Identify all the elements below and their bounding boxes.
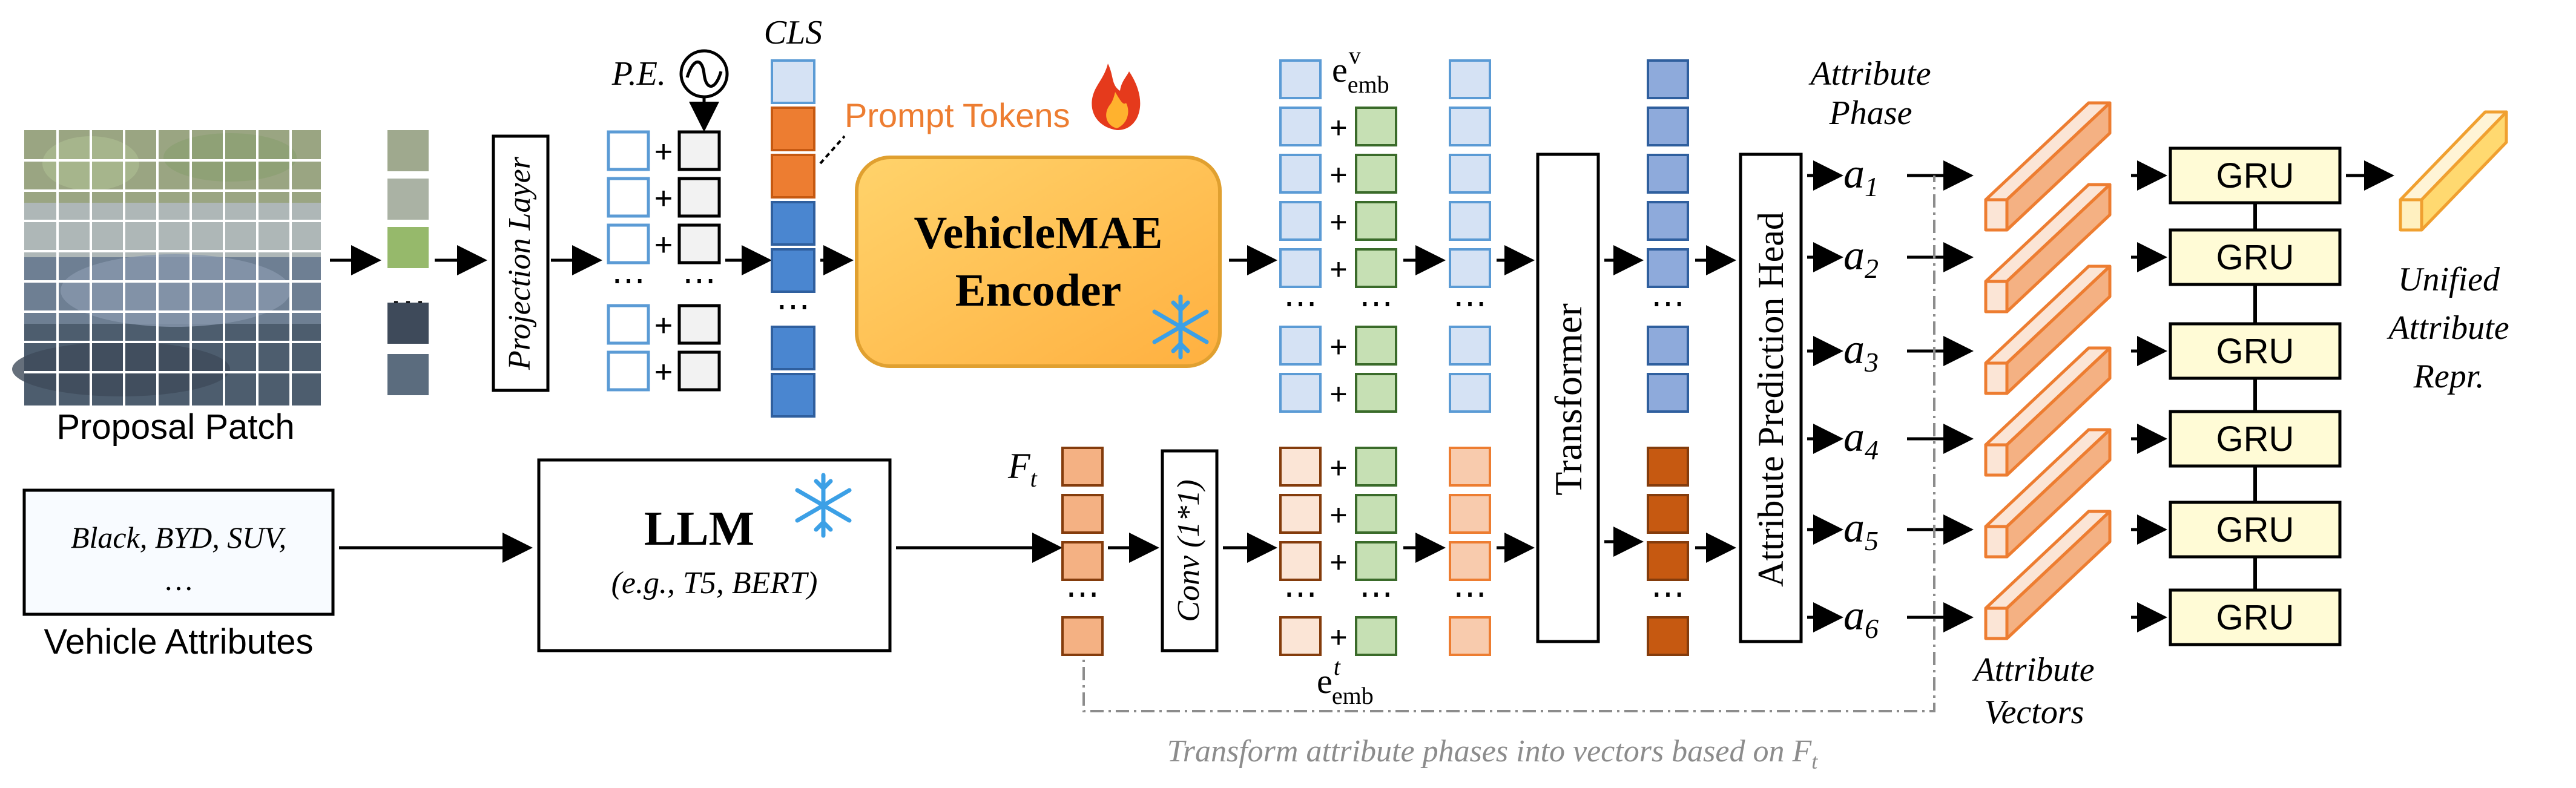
- vehiclemae-encoder-box: [855, 156, 1222, 368]
- proposal-patch-image: [12, 130, 321, 405]
- text-feature-column: ⋯: [1061, 447, 1104, 656]
- transformer-label: Transformer: [1547, 303, 1590, 496]
- unified-label-3: Repr.: [2413, 358, 2485, 395]
- attribute-prediction-head-label: Attribute Prediction Head: [1751, 212, 1791, 587]
- gru-box: [2169, 146, 2342, 205]
- conv-label: Conv (1*1): [1171, 479, 1206, 622]
- svg-text:+: +: [1329, 451, 1347, 485]
- transformer-box: [1536, 153, 1600, 643]
- vehicle-attributes-text: Black, BYD, SUV,: [71, 520, 286, 554]
- attribute-vectors-label-2: Vectors: [1985, 694, 2084, 731]
- svg-text:+: +: [654, 134, 673, 169]
- attribute-phase-label-1: Attribute: [1808, 55, 1931, 93]
- prompt-tokens-label: Prompt Tokens: [845, 96, 1070, 134]
- gru-label: GRU: [2216, 598, 2294, 637]
- a6-label: a6: [1843, 593, 1879, 644]
- svg-text:+: +: [654, 355, 673, 390]
- svg-text:+: +: [654, 181, 673, 216]
- vehicle-attributes-box: [22, 488, 335, 616]
- svg-text:⋯: ⋯: [682, 262, 716, 300]
- a4-label: a4: [1843, 414, 1879, 465]
- svg-text:+: +: [1329, 620, 1347, 654]
- svg-text:+: +: [1329, 252, 1347, 286]
- attribute-phase-list: a1 a2 a3 a4 a5 a6: [1807, 151, 1974, 644]
- transformer-visual-output-column: ⋯: [1647, 59, 1689, 413]
- attribute-vectors-label-1: Attribute: [1971, 651, 2094, 689]
- svg-text:+: +: [654, 228, 673, 263]
- gru-box: [2169, 501, 2342, 559]
- visual-sum-column: ⋯: [1449, 59, 1491, 413]
- svg-text:+: +: [1329, 330, 1347, 364]
- gru-stack: GRU GRU GRU GRU GRU GRU: [2169, 146, 2342, 646]
- unified-representation-vector: [2399, 110, 2508, 232]
- gru-label: GRU: [2216, 510, 2294, 550]
- gru-label: GRU: [2216, 156, 2294, 195]
- fire-icon: [1092, 64, 1141, 130]
- transformer-text-output-column: ⋯: [1647, 447, 1689, 656]
- svg-text:⋯: ⋯: [1651, 285, 1685, 323]
- gru-label: GRU: [2216, 419, 2294, 459]
- svg-text:⋯: ⋯: [1283, 576, 1317, 613]
- llm-title: LLM: [644, 502, 754, 556]
- cls-label: CLS: [764, 14, 823, 51]
- svg-text:+: +: [1329, 498, 1347, 532]
- gru-label: GRU: [2216, 238, 2294, 277]
- text-sum-column: ⋯: [1449, 447, 1491, 656]
- patch-tiles: ⋯: [387, 130, 429, 395]
- visual-emb-column: ⋯ ⋯ + + + + + +: [1279, 59, 1397, 413]
- svg-text:…: …: [163, 563, 194, 597]
- projection-layer-label: Projection Layer: [502, 156, 537, 370]
- snowflake-icon: [1152, 294, 1209, 360]
- projection-layer-box: [492, 134, 550, 392]
- vehicle-attributes-label: Vehicle Attributes: [44, 622, 314, 662]
- svg-text:+: +: [1329, 205, 1347, 239]
- svg-text:+: +: [1329, 111, 1347, 145]
- svg-text:+: +: [1329, 158, 1347, 192]
- text-emb-column: ⋯ ⋯ + + + +: [1279, 447, 1397, 656]
- gru-box: [2169, 322, 2342, 380]
- gru-box: [2169, 588, 2342, 646]
- svg-text:+: +: [1329, 545, 1347, 579]
- conv-box: [1161, 449, 1219, 652]
- unified-label-1: Unified: [2398, 261, 2500, 298]
- svg-text:⋯: ⋯: [1453, 576, 1487, 613]
- svg-text:⋯: ⋯: [1359, 285, 1393, 323]
- attribute-prediction-head-box: [1739, 153, 1803, 643]
- encoder-title-line1: VehicleMAE: [914, 208, 1163, 258]
- svg-text:⋯: ⋯: [1283, 285, 1317, 323]
- bottom-caption: Transform attribute phases into vectors …: [1167, 734, 1819, 773]
- snowflake-icon: [795, 473, 852, 538]
- token-sequence-column: ⋯: [771, 59, 815, 418]
- attribute-vectors: [1984, 101, 2112, 640]
- transform-feedback-line: [1082, 176, 1935, 712]
- svg-text:⋯: ⋯: [1359, 576, 1393, 613]
- embedding-plus-pe-column: + + + + + ⋯ ⋯: [607, 130, 721, 392]
- a1-label: a1: [1843, 151, 1879, 202]
- a2-label: a2: [1843, 232, 1879, 284]
- gru-box: [2169, 228, 2342, 286]
- gru-label: GRU: [2216, 332, 2294, 371]
- llm-subtitle: (e.g., T5, BERT): [611, 566, 818, 600]
- unified-label-2: Attribute: [2386, 309, 2509, 347]
- a3-label: a3: [1843, 326, 1879, 378]
- svg-text:⋯: ⋯: [611, 262, 645, 300]
- svg-text:⋯: ⋯: [776, 288, 810, 326]
- a5-label: a5: [1843, 505, 1879, 556]
- svg-text:+: +: [654, 308, 673, 343]
- llm-box: [537, 458, 892, 652]
- encoder-title-line2: Encoder: [955, 265, 1121, 316]
- svg-text:⋯: ⋯: [1453, 285, 1487, 323]
- gru-box: [2169, 410, 2342, 468]
- svg-text:⋯: ⋯: [1651, 576, 1685, 613]
- pe-label: P.E.: [611, 55, 666, 93]
- attribute-phase-label-2: Phase: [1829, 94, 1912, 132]
- ft-label: Ft: [1007, 446, 1038, 492]
- svg-text:⋯: ⋯: [1066, 576, 1099, 613]
- svg-text:+: +: [1329, 377, 1347, 411]
- proposal-patch-label: Proposal Patch: [56, 407, 294, 447]
